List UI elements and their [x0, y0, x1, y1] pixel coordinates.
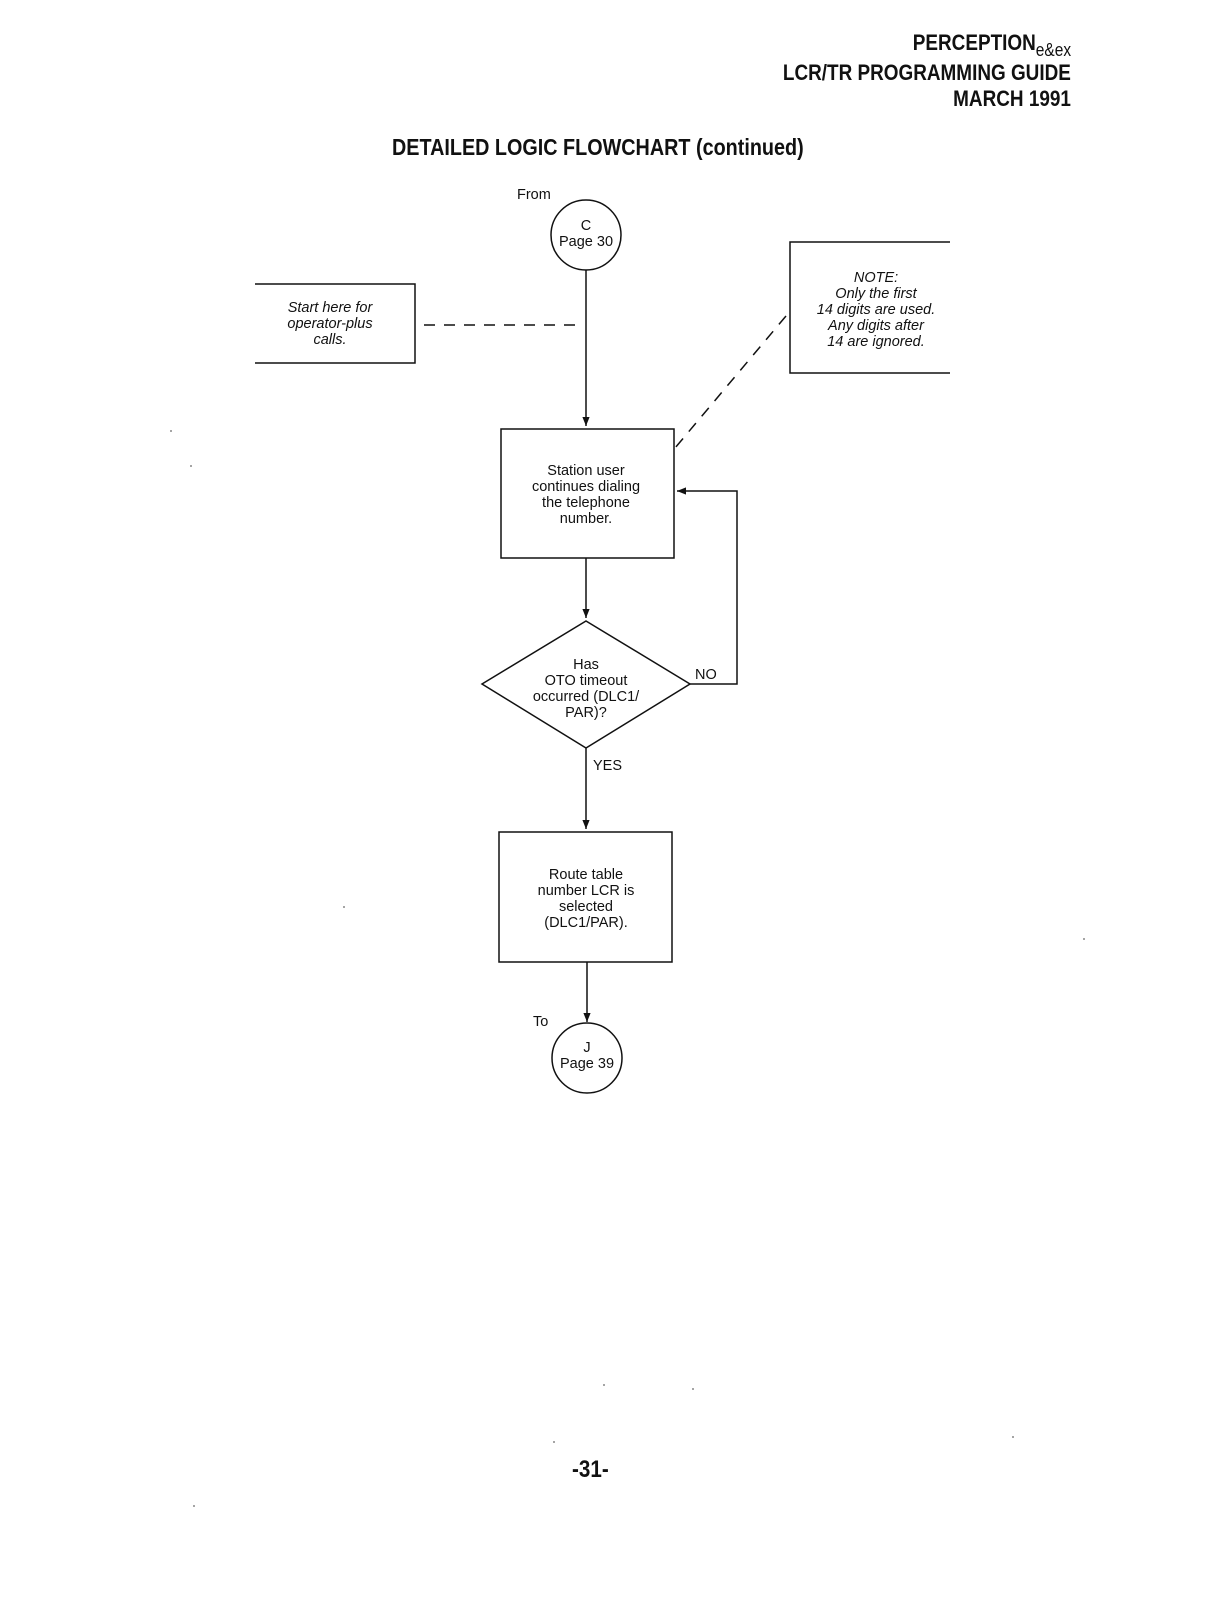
- scan-speck: [170, 430, 172, 432]
- to-connector-letter: J: [583, 1040, 590, 1056]
- decision-line: occurred (DLC1/: [533, 689, 640, 705]
- from-connector-letter: C: [581, 218, 591, 234]
- page-number: -31-: [572, 1456, 609, 1483]
- process-box-route-table: [498, 831, 673, 963]
- header-date: MARCH 1991: [953, 86, 1071, 111]
- scan-speck: [193, 1505, 195, 1507]
- from-connector-page: Page 30: [559, 234, 613, 250]
- note-line: Only the first: [835, 286, 917, 302]
- scan-speck: [1012, 1436, 1014, 1438]
- no-loop-arrow: [677, 487, 738, 685]
- process1-line: number.: [560, 511, 612, 527]
- from-label: From: [517, 187, 551, 203]
- no-label: NO: [695, 667, 717, 683]
- process1-line: the telephone: [542, 495, 630, 511]
- scan-speck: [692, 1388, 694, 1390]
- start-note-line: calls.: [313, 332, 346, 348]
- note-heading: NOTE:: [854, 270, 898, 286]
- process1-line: Station user: [547, 463, 625, 479]
- scan-speck: [1083, 938, 1085, 940]
- to-connector-page: Page 39: [560, 1056, 614, 1072]
- decision-line: PAR)?: [565, 705, 607, 721]
- header-title-line: PERCEPTIONe&ex: [913, 30, 1071, 63]
- process-box-dialing: [500, 428, 675, 559]
- header-guide-name: LCR/TR PROGRAMMING GUIDE: [782, 60, 1071, 85]
- start-note-line: operator-plus: [287, 316, 372, 332]
- start-note-box: [255, 283, 416, 364]
- process2-line: (DLC1/PAR).: [544, 915, 628, 931]
- process2-line: Route table: [549, 867, 623, 883]
- yes-label: YES: [593, 758, 622, 774]
- scan-speck: [603, 1384, 605, 1386]
- header-product: PERCEPTION: [912, 30, 1036, 55]
- scan-speck: [553, 1441, 555, 1443]
- note-line: 14 digits are used.: [817, 302, 936, 318]
- page-title: DETAILED LOGIC FLOWCHART (continued): [392, 134, 804, 160]
- process2-line: selected: [559, 899, 613, 915]
- scan-speck: [343, 906, 345, 908]
- process1-line: continues dialing: [532, 479, 640, 495]
- note-dashed-line: [674, 315, 787, 449]
- to-label: To: [533, 1014, 548, 1030]
- process2-line: number LCR is: [538, 883, 635, 899]
- start-note-line: Start here for: [288, 300, 374, 316]
- decision-line: OTO timeout: [545, 673, 628, 689]
- decision-line: Has: [573, 657, 599, 673]
- to-connector-circle: [551, 1022, 623, 1094]
- header-product-suffix: e&ex: [1035, 40, 1071, 60]
- note-line: Any digits after: [827, 318, 925, 334]
- note-line: 14 are ignored.: [827, 334, 925, 350]
- scan-speck: [190, 465, 192, 467]
- note-box: [789, 241, 950, 374]
